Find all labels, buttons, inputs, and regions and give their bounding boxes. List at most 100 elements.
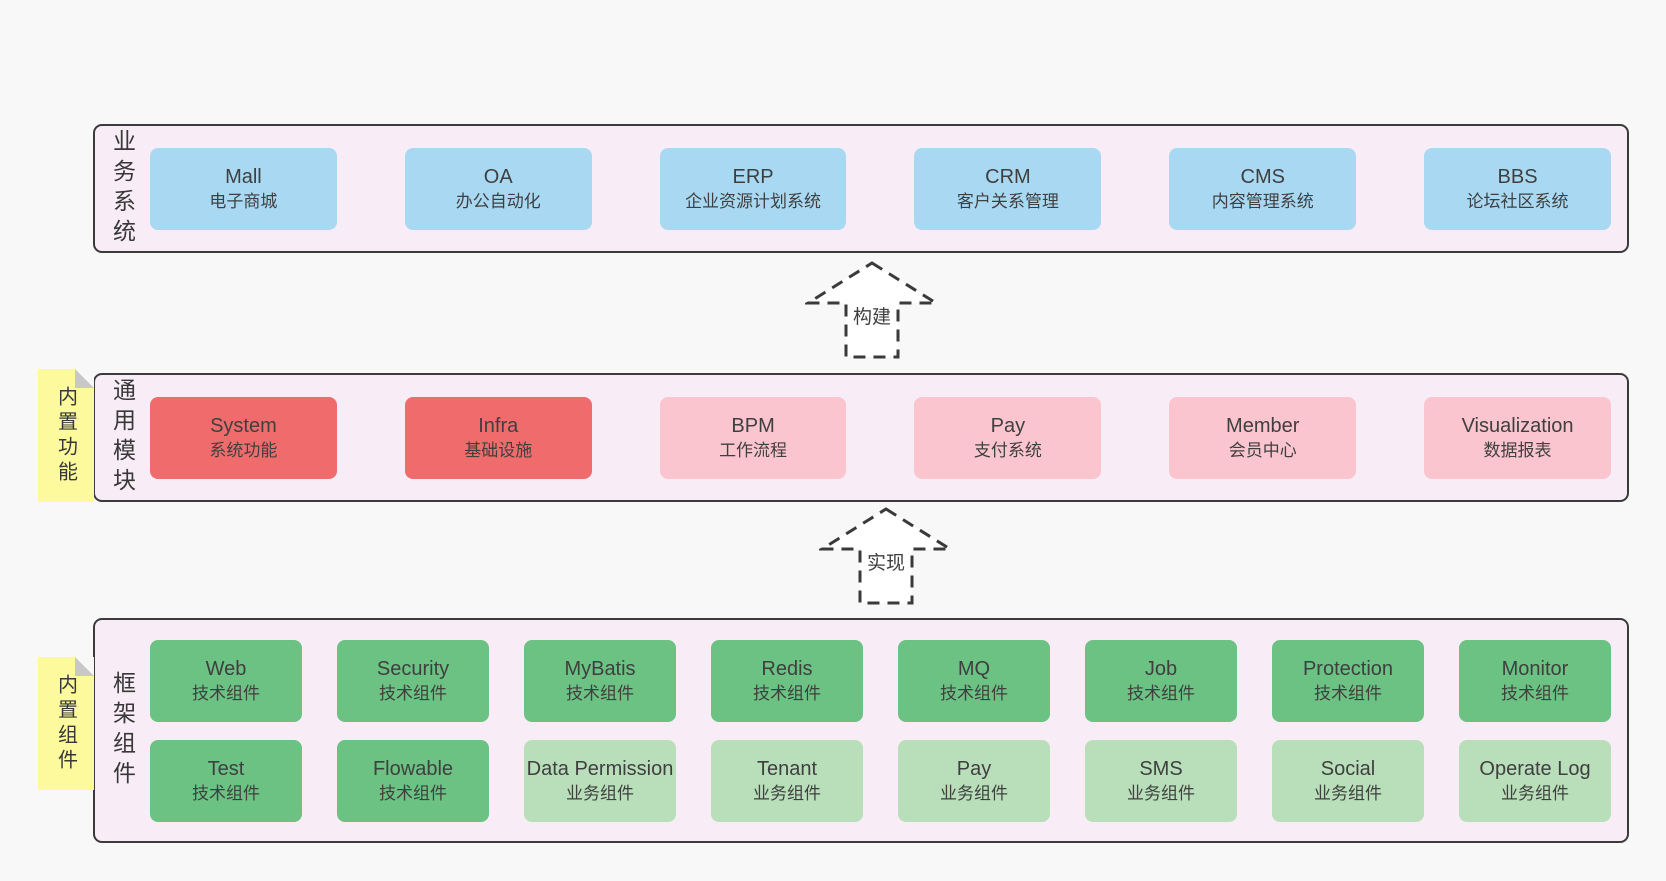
module-desc: 技术组件: [192, 783, 260, 803]
band-side-label-modules: 通用模块: [109, 377, 136, 498]
module-desc: 客户关系管理: [956, 191, 1059, 211]
module-name: Data Permission: [526, 757, 674, 780]
module-desc: 技术组件: [566, 683, 634, 703]
box-mq: MQ 技术组件: [898, 639, 1050, 722]
build-arrow: 构建: [805, 260, 939, 360]
module-name: ERP: [732, 165, 774, 188]
box-test: Test 技术组件: [150, 739, 302, 822]
module-name: Tenant: [756, 757, 818, 780]
module-desc: 业务组件: [940, 783, 1008, 803]
module-desc: 论坛社区系统: [1466, 191, 1569, 211]
module-name: CMS: [1240, 165, 1285, 188]
box-operate-log: Operate Log 业务组件: [1459, 739, 1611, 822]
band-rows: Mall 电子商城 OA 办公自动化 ERP 企业资源计划系统 CRM 客户关系…: [150, 126, 1627, 251]
module-name: Flowable: [372, 757, 454, 780]
box-bbs: BBS 论坛社区系统: [1424, 147, 1611, 230]
module-desc: 技术组件: [753, 683, 821, 703]
box-mybatis: MyBatis 技术组件: [524, 639, 676, 722]
module-desc: 企业资源计划系统: [685, 191, 822, 211]
module-name: Security: [376, 657, 450, 680]
box-protection: Protection 技术组件: [1272, 639, 1424, 722]
module-desc: 业务组件: [1501, 783, 1569, 803]
module-desc: 技术组件: [379, 783, 447, 803]
module-desc: 工作流程: [719, 440, 788, 460]
module-desc: 业务组件: [1127, 783, 1195, 803]
box-bpm: BPM 工作流程: [659, 396, 847, 479]
module-desc: 技术组件: [940, 683, 1008, 703]
band-business: 业务系统 Mall 电子商城 OA 办公自动化 ERP 企业资源计划系统 CRM…: [93, 124, 1629, 253]
module-name: Redis: [761, 657, 813, 680]
module-name: Test: [207, 757, 245, 780]
module-name: Visualization: [1461, 414, 1574, 437]
box-monitor: Monitor 技术组件: [1459, 639, 1611, 722]
box-data-permission: Data Permission 业务组件: [524, 739, 676, 822]
band-row: Mall 电子商城 OA 办公自动化 ERP 企业资源计划系统 CRM 客户关系…: [150, 147, 1611, 230]
band-rows: Web 技术组件 Security 技术组件 MyBatis 技术组件 Redi…: [150, 620, 1627, 841]
band-rows: System 系统功能 Infra 基础设施 BPM 工作流程 Pay 支付系统…: [150, 375, 1627, 500]
module-name: Protection: [1302, 657, 1394, 680]
band-row: Test 技术组件 Flowable 技术组件 Data Permission …: [150, 739, 1611, 822]
module-name: System: [210, 414, 277, 437]
sticky-note-modules: 内置功能: [38, 369, 94, 502]
band-components: 内置组件 框架组件 Web 技术组件 Security 技术组件 MyBatis…: [38, 618, 1629, 843]
module-name: MQ: [957, 657, 991, 680]
band-side-label-components: 框架组件: [109, 670, 136, 791]
box-security: Security 技术组件: [337, 639, 489, 722]
sticky-note-label: 内置功能: [54, 385, 77, 486]
box-cms: CMS 内容管理系统: [1169, 147, 1357, 230]
module-name: Operate Log: [1479, 757, 1591, 780]
module-name: MyBatis: [564, 657, 636, 680]
module-name: Member: [1226, 414, 1300, 437]
module-desc: 数据报表: [1483, 440, 1552, 460]
module-desc: 电子商城: [209, 191, 278, 211]
module-desc: 系统功能: [209, 440, 278, 460]
box-mall: Mall 电子商城: [150, 147, 337, 230]
module-desc: 业务组件: [1314, 783, 1382, 803]
module-name: Job: [1144, 657, 1178, 680]
band-row: System 系统功能 Infra 基础设施 BPM 工作流程 Pay 支付系统…: [150, 396, 1611, 479]
implement-arrow: 实现: [819, 506, 953, 606]
implement-arrow-label: 实现: [863, 548, 909, 575]
band-side-label-business: 业务系统: [109, 128, 136, 249]
module-desc: 业务组件: [753, 783, 821, 803]
box-erp: ERP 企业资源计划系统: [659, 147, 847, 230]
module-name: BBS: [1497, 165, 1538, 188]
module-name: Social: [1320, 757, 1376, 780]
module-desc: 技术组件: [1127, 683, 1195, 703]
module-desc: 会员中心: [1228, 440, 1297, 460]
module-name: OA: [483, 165, 513, 188]
box-visualization: Visualization 数据报表: [1424, 396, 1611, 479]
module-desc: 技术组件: [1314, 683, 1382, 703]
box-infra: Infra 基础设施: [404, 396, 592, 479]
module-desc: 业务组件: [566, 783, 634, 803]
module-name: Pay: [990, 414, 1026, 437]
box-web: Web 技术组件: [150, 639, 302, 722]
build-arrow-label: 构建: [849, 302, 895, 329]
module-name: Web: [205, 657, 247, 680]
box-pay: Pay 支付系统: [914, 396, 1102, 479]
box-tenant: Tenant 业务组件: [711, 739, 863, 822]
module-name: BPM: [731, 414, 775, 437]
box-oa: OA 办公自动化: [404, 147, 592, 230]
band-modules: 内置功能 通用模块 System 系统功能 Infra 基础设施 BPM 工作流…: [38, 369, 1629, 502]
module-name: SMS: [1139, 757, 1183, 780]
box-job: Job 技术组件: [1085, 639, 1237, 722]
module-desc: 技术组件: [379, 683, 447, 703]
sticky-note-label: 内置组件: [54, 673, 77, 774]
module-desc: 支付系统: [973, 440, 1042, 460]
module-name: CRM: [985, 165, 1031, 188]
box-flowable: Flowable 技术组件: [337, 739, 489, 822]
box-pay: Pay 业务组件: [898, 739, 1050, 822]
sticky-note-components: 内置组件: [38, 657, 94, 790]
module-desc: 内容管理系统: [1211, 191, 1314, 211]
module-name: Infra: [478, 414, 519, 437]
module-name: Pay: [956, 757, 992, 780]
module-desc: 技术组件: [192, 683, 260, 703]
box-social: Social 业务组件: [1272, 739, 1424, 822]
module-desc: 技术组件: [1501, 683, 1569, 703]
module-name: Monitor: [1501, 657, 1569, 680]
box-sms: SMS 业务组件: [1085, 739, 1237, 822]
box-crm: CRM 客户关系管理: [914, 147, 1102, 230]
box-system: System 系统功能: [150, 396, 337, 479]
